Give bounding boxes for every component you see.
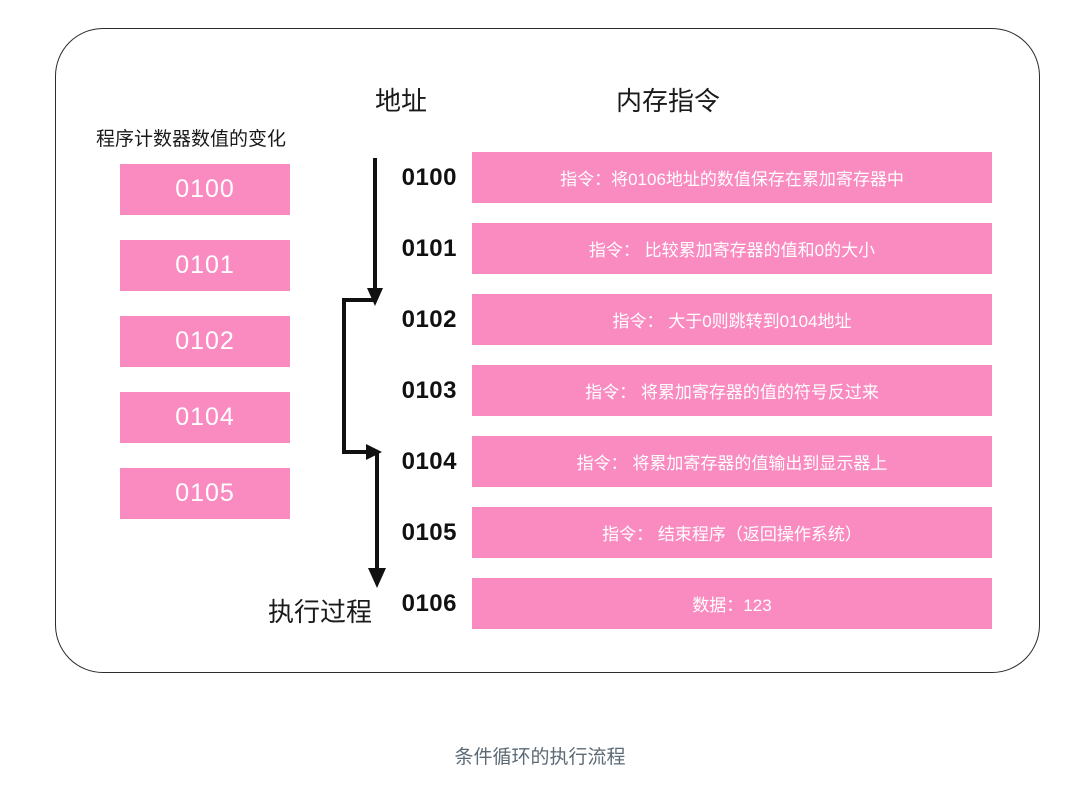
program-counter-box: 0105 — [120, 468, 290, 519]
row-address: 0101 — [401, 234, 457, 262]
row-instruction: 指令： 大于0则跳转到0104地址 — [472, 294, 992, 345]
program-counter-heading: 程序计数器数值的变化 — [96, 129, 287, 150]
table-row: 0106 数据：123 — [395, 578, 995, 629]
table-row: 0104 指令： 将累加寄存器的值输出到显示器上 — [395, 436, 995, 487]
row-address: 0103 — [401, 376, 457, 404]
row-address: 0105 — [401, 518, 457, 546]
memory-table: 0100 指令：将0106地址的数值保存在累加寄存器中 0101 指令： 比较累… — [395, 152, 995, 649]
table-row: 0101 指令： 比较累加寄存器的值和0的大小 — [395, 223, 995, 274]
row-instruction: 指令：将0106地址的数值保存在累加寄存器中 — [472, 152, 992, 203]
program-counter-box: 0101 — [120, 240, 290, 291]
table-row: 0102 指令： 大于0则跳转到0104地址 — [395, 294, 995, 345]
flow-arrowhead-to-0104 — [366, 444, 382, 460]
table-row: 0105 指令： 结束程序（返回操作系统） — [395, 507, 995, 558]
table-row: 0100 指令：将0106地址的数值保存在累加寄存器中 — [395, 152, 995, 203]
flow-arrowhead-to-0106 — [368, 568, 386, 588]
program-counter-box: 0102 — [120, 316, 290, 367]
figure-caption: 条件循环的执行流程 — [454, 747, 626, 768]
program-counter-box: 0104 — [120, 392, 290, 443]
program-counter-box: 0100 — [120, 164, 290, 215]
row-instruction: 指令： 结束程序（返回操作系统） — [472, 507, 992, 558]
execution-process-label: 执行过程 — [268, 597, 373, 627]
row-address: 0106 — [401, 589, 457, 617]
row-instruction: 数据：123 — [472, 578, 992, 629]
diagram-frame — [55, 28, 1040, 673]
table-row: 0103 指令： 将累加寄存器的值的符号反过来 — [395, 365, 995, 416]
flow-line-jump-bracket — [342, 298, 375, 454]
row-address: 0104 — [401, 447, 457, 475]
row-instruction: 指令： 比较累加寄存器的值和0的大小 — [472, 223, 992, 274]
address-column-heading: 地址 — [375, 86, 428, 116]
row-instruction: 指令： 将累加寄存器的值输出到显示器上 — [472, 436, 992, 487]
flow-arrowhead-to-0102 — [367, 288, 383, 306]
memory-column-heading: 内存指令 — [616, 86, 721, 116]
row-address: 0102 — [401, 305, 457, 333]
execution-flow-arrows — [342, 158, 386, 588]
row-instruction: 指令： 将累加寄存器的值的符号反过来 — [472, 365, 992, 416]
program-counter-column: 0100 0101 0102 0104 0105 — [120, 164, 290, 544]
row-address: 0100 — [401, 163, 457, 191]
